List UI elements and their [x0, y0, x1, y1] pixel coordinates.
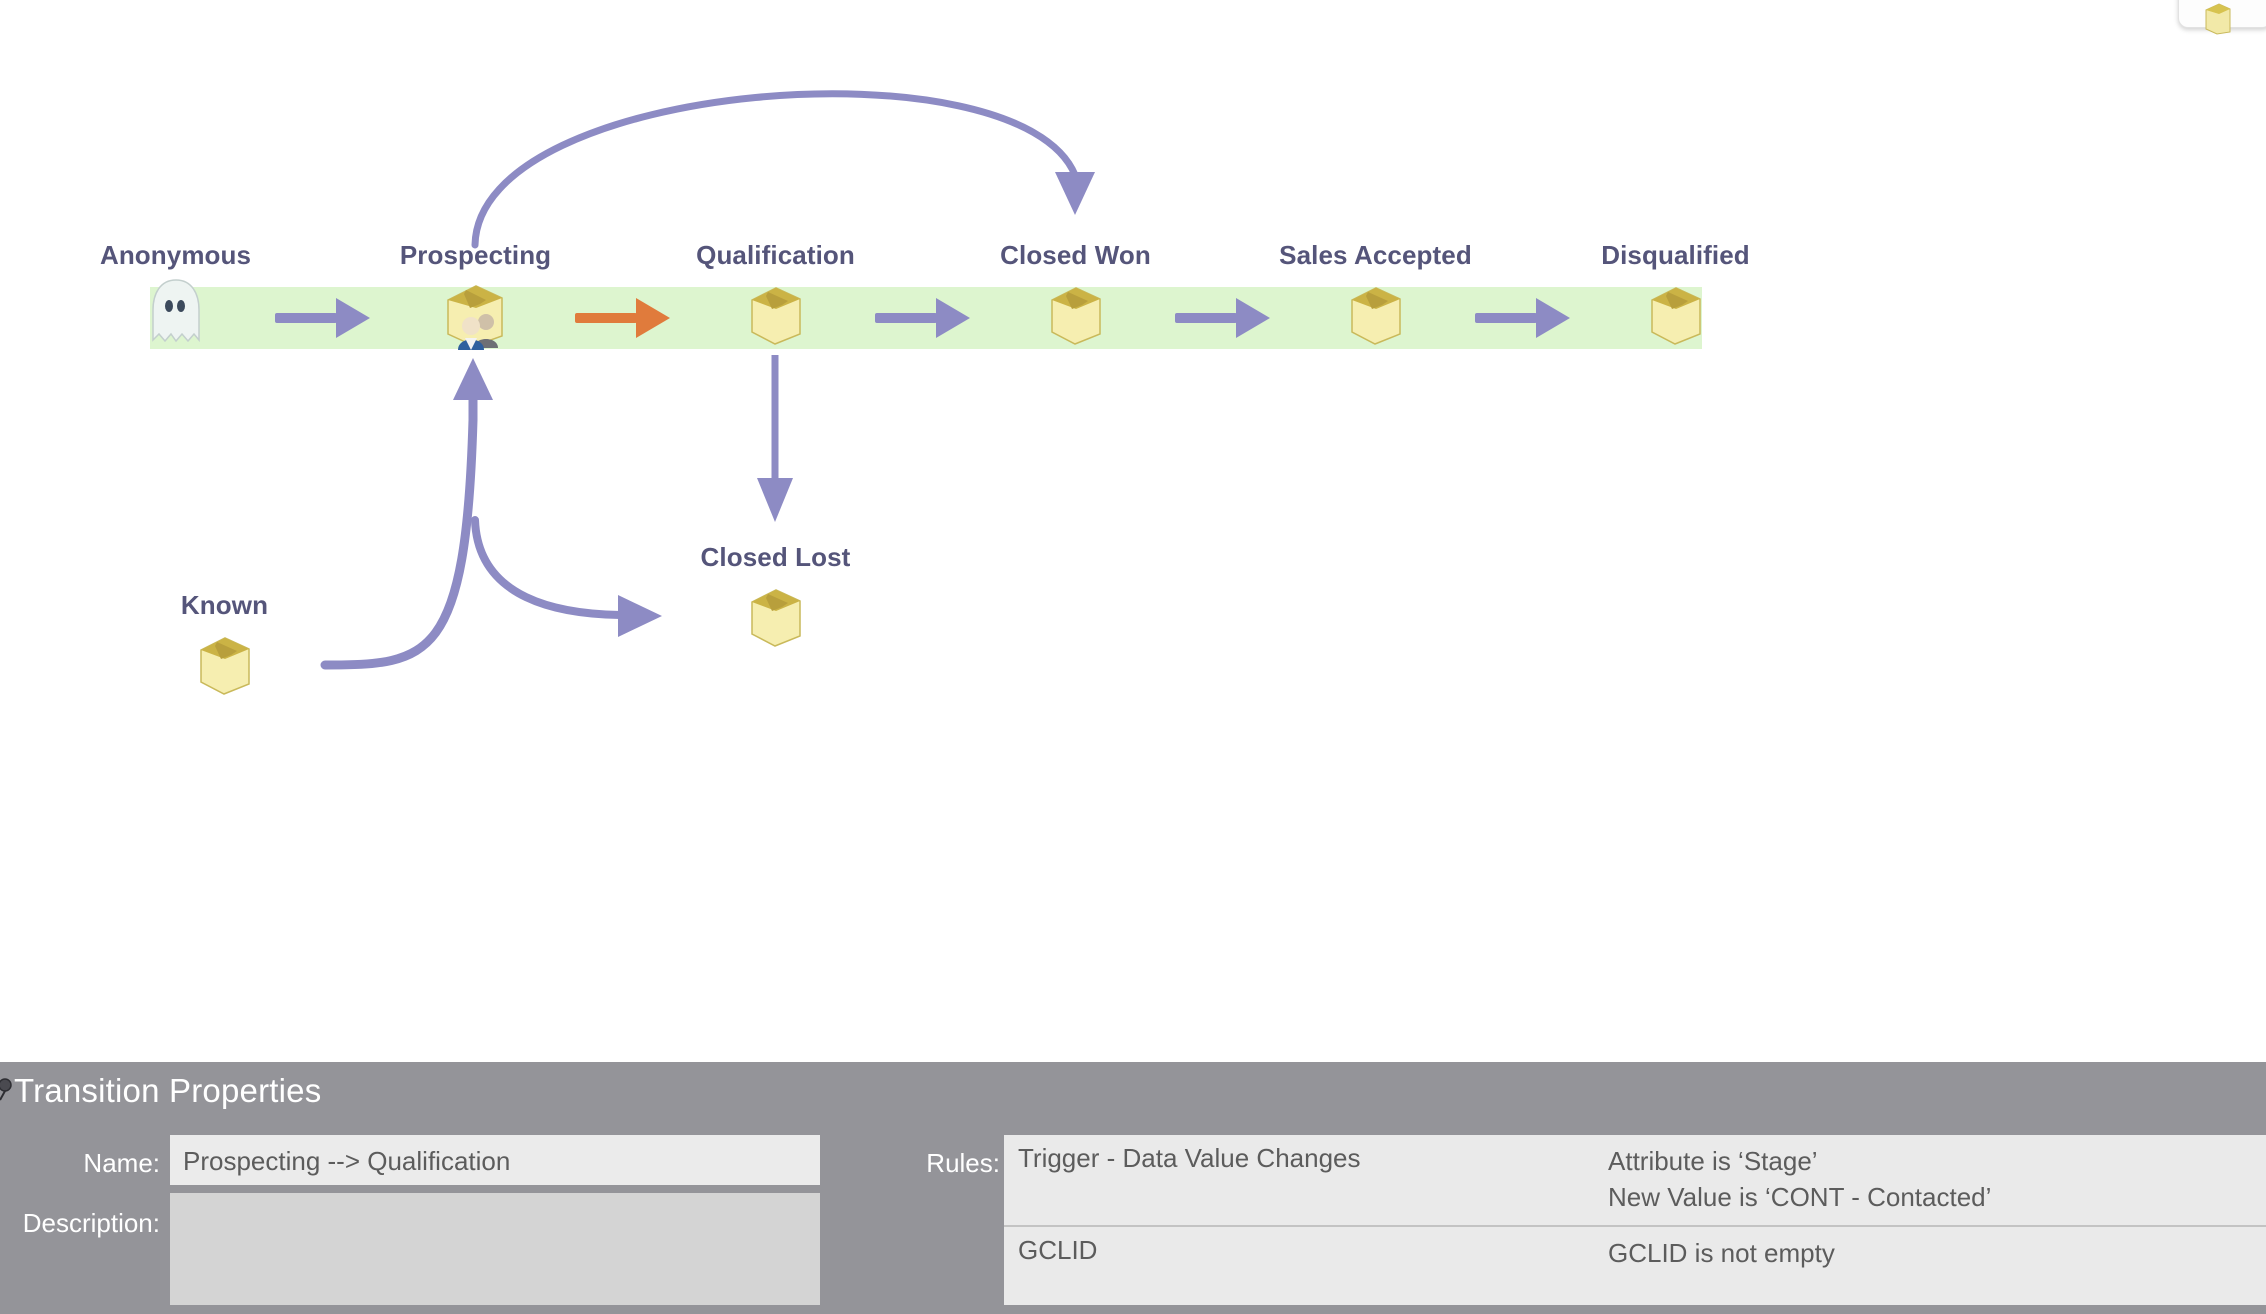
panel-title: Transition Properties	[14, 1072, 322, 1109]
node-label: Disqualified	[1601, 240, 1750, 270]
box-icon	[750, 287, 801, 345]
box-icon	[1350, 287, 1401, 345]
edge-known-to-prospecting	[320, 393, 478, 670]
floating-palette-panel[interactable]	[2178, 0, 2266, 35]
name-input[interactable]: Prospecting --> Qualification	[170, 1135, 820, 1185]
box-people-icon	[446, 285, 503, 350]
transition-anonymous-to-prospecting[interactable]	[275, 298, 370, 338]
edge-known-to-closed-lost	[471, 516, 624, 619]
node-label: Known	[180, 590, 269, 620]
ghost-icon	[151, 279, 200, 343]
description-textarea[interactable]	[170, 1193, 820, 1305]
rules-label: Rules:	[926, 1148, 1000, 1178]
box-icon	[1650, 287, 1701, 345]
edge-prospecting-to-closed-won	[471, 90, 1079, 249]
transition-qualification-to-closed-won[interactable]	[875, 298, 970, 338]
box-icon	[2205, 3, 2231, 35]
name-label: Name:	[83, 1148, 160, 1178]
node-label: Prospecting	[399, 240, 552, 270]
node-label: Closed Won	[1000, 240, 1151, 270]
transition-closed-won-to-sales-accepted[interactable]	[1175, 298, 1270, 338]
name-input-value: Prospecting --> Qualification	[183, 1146, 511, 1176]
rule-condition: New Value is ‘CONT - Contacted’	[1608, 1182, 1992, 1212]
rule-condition: GCLID is not empty	[1608, 1238, 1835, 1268]
rule-row[interactable]: GCLID GCLID is not empty	[1004, 1225, 2266, 1281]
box-icon	[1050, 287, 1101, 345]
rule-name: GCLID	[1018, 1235, 1098, 1265]
rule-conditions: GCLID is not empty	[1608, 1235, 1835, 1271]
diagram-canvas[interactable]: Anonymous Prospecting Qualification Clo	[0, 0, 2266, 1055]
node-label: Qualification	[696, 240, 855, 270]
transition-edges	[320, 90, 1095, 670]
box-icon	[750, 589, 801, 647]
rule-name: Trigger - Data Value Changes	[1018, 1143, 1361, 1173]
node-label: Sales Accepted	[1279, 240, 1472, 270]
rule-row[interactable]: Trigger - Data Value Changes Attribute is…	[1004, 1135, 2266, 1225]
rules-list[interactable]: Trigger - Data Value Changes Attribute is…	[1004, 1135, 2266, 1305]
transition-prospecting-to-qualification[interactable]	[575, 298, 670, 338]
transition-sales-accepted-to-disqualified[interactable]	[1475, 298, 1570, 338]
node-label: Anonymous	[99, 240, 252, 270]
box-icon	[199, 637, 250, 695]
description-label: Description:	[22, 1208, 160, 1238]
pin-icon[interactable]	[0, 1076, 18, 1102]
rule-condition: Attribute is ‘Stage’	[1608, 1146, 1818, 1176]
rule-conditions: Attribute is ‘Stage’ New Value is ‘CONT -…	[1608, 1143, 1991, 1215]
node-label: Closed Lost	[700, 542, 851, 572]
